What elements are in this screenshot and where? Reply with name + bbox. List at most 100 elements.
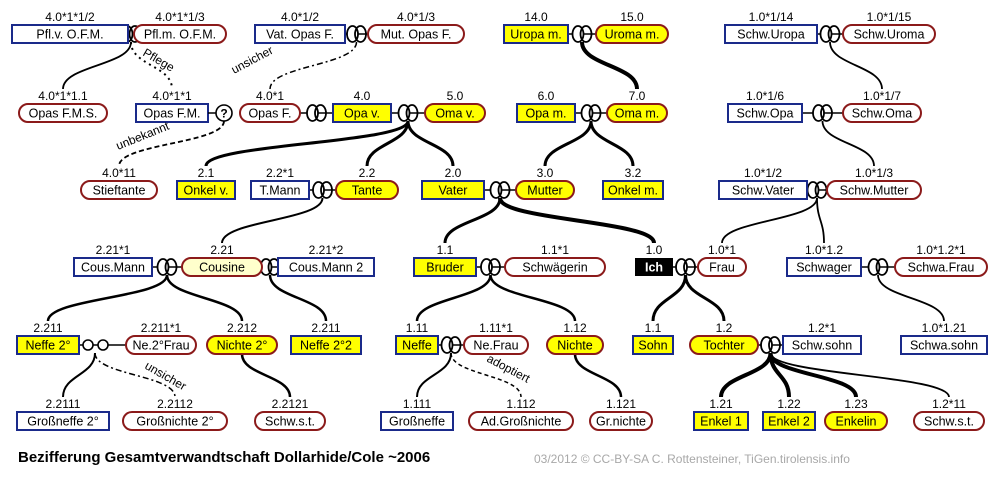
descent-line — [62, 352, 96, 398]
person-number: 1.0 — [646, 243, 663, 257]
person-number: 1.0*1/14 — [749, 10, 794, 24]
person-number: 2.2 — [359, 166, 376, 180]
descent-line — [721, 197, 818, 244]
descent-line — [543, 120, 593, 167]
female-box — [80, 180, 158, 200]
male-box — [11, 24, 129, 44]
marriage-rings-opam — [575, 104, 607, 122]
person-name: Schw.Opa — [737, 107, 794, 121]
marriage-rings-neffe — [438, 336, 464, 354]
annotation-adoptiert: adoptiert — [485, 351, 533, 386]
person-name: Großneffe — [389, 415, 445, 429]
female-box — [913, 411, 985, 431]
person-name: Schw.s.t. — [924, 415, 974, 429]
male-box — [254, 24, 346, 44]
annotation-unsicher1: unsicher — [229, 43, 276, 77]
person-number: 1.2*1 — [808, 321, 836, 335]
male-box — [380, 411, 454, 431]
female-box — [842, 24, 936, 44]
person-name: Opa v. — [344, 107, 380, 121]
descent-line — [365, 120, 410, 167]
female-box — [181, 257, 263, 277]
marriage-rings-uropa — [568, 25, 596, 43]
person-number: 4.0*1*1/2 — [45, 10, 95, 24]
person-number: 1.0*1 — [708, 243, 736, 257]
person-tmann: 2.2*1T.Mann — [250, 166, 310, 200]
person-name: Enkelin — [836, 415, 877, 429]
male-box — [786, 257, 862, 277]
descent-line — [204, 120, 410, 167]
descent-line — [821, 120, 875, 167]
person-number: 2.2112 — [157, 397, 193, 411]
person-name: Ad.Großnichte — [481, 415, 562, 429]
marriage-rings-opasf — [300, 104, 333, 122]
diagram-title: Bezifferung Gesamtverwandtschaft Dollarh… — [18, 449, 431, 466]
person-number: 2.2*1 — [266, 166, 294, 180]
marriage-rings-tmann — [309, 181, 336, 199]
person-name: Stieftante — [93, 184, 146, 198]
person-number: 1.0*1/2 — [744, 166, 782, 180]
person-name: Schw.Vater — [732, 184, 794, 198]
descent-line — [769, 352, 950, 398]
person-number: 1.0*1.2*1 — [916, 243, 966, 257]
person-number: 7.0 — [629, 89, 646, 103]
female-box — [254, 411, 326, 431]
male-box — [782, 335, 862, 355]
descent-line — [62, 41, 132, 90]
female-box — [468, 411, 574, 431]
person-number: 3.2 — [625, 166, 642, 180]
descent-line — [406, 120, 455, 167]
descent-line — [46, 274, 169, 322]
person-number: 2.21 — [210, 243, 234, 257]
male-box — [16, 411, 110, 431]
person-number: 2.1 — [198, 166, 215, 180]
person-number: 2.21*1 — [96, 243, 131, 257]
female-box — [122, 411, 228, 431]
descent-line — [118, 120, 225, 167]
descent-line — [684, 274, 726, 322]
female-box — [546, 335, 604, 355]
person-name: Uropa m. — [510, 28, 561, 42]
female-box — [504, 257, 606, 277]
person-number: 3.0 — [537, 166, 554, 180]
person-name: Opas F.M.S. — [29, 107, 98, 121]
person-number: 1.0*1/15 — [867, 10, 912, 24]
person-number: 1.11 — [406, 321, 429, 335]
person-name: Tochter — [704, 339, 745, 353]
uncertain-link-neffe2 — [79, 339, 126, 351]
person-name: Vat. Opas F. — [266, 28, 334, 42]
person-number: 1.0*1/6 — [746, 89, 784, 103]
person-number: 1.23 — [844, 397, 868, 411]
female-box — [842, 103, 922, 123]
person-number: 2.211*1 — [141, 321, 182, 335]
person-number: 14.0 — [524, 10, 548, 24]
descent-line — [573, 353, 623, 398]
person-name: Frau — [709, 261, 735, 275]
person-number: 2.0 — [445, 166, 462, 180]
male-box — [73, 257, 153, 277]
descent-line — [165, 274, 244, 322]
person-name: Schw.sohn — [792, 339, 853, 353]
person-number: 4.0*1 — [256, 89, 284, 103]
person-number: 1.1*1 — [541, 243, 569, 257]
descent-line — [489, 274, 577, 322]
